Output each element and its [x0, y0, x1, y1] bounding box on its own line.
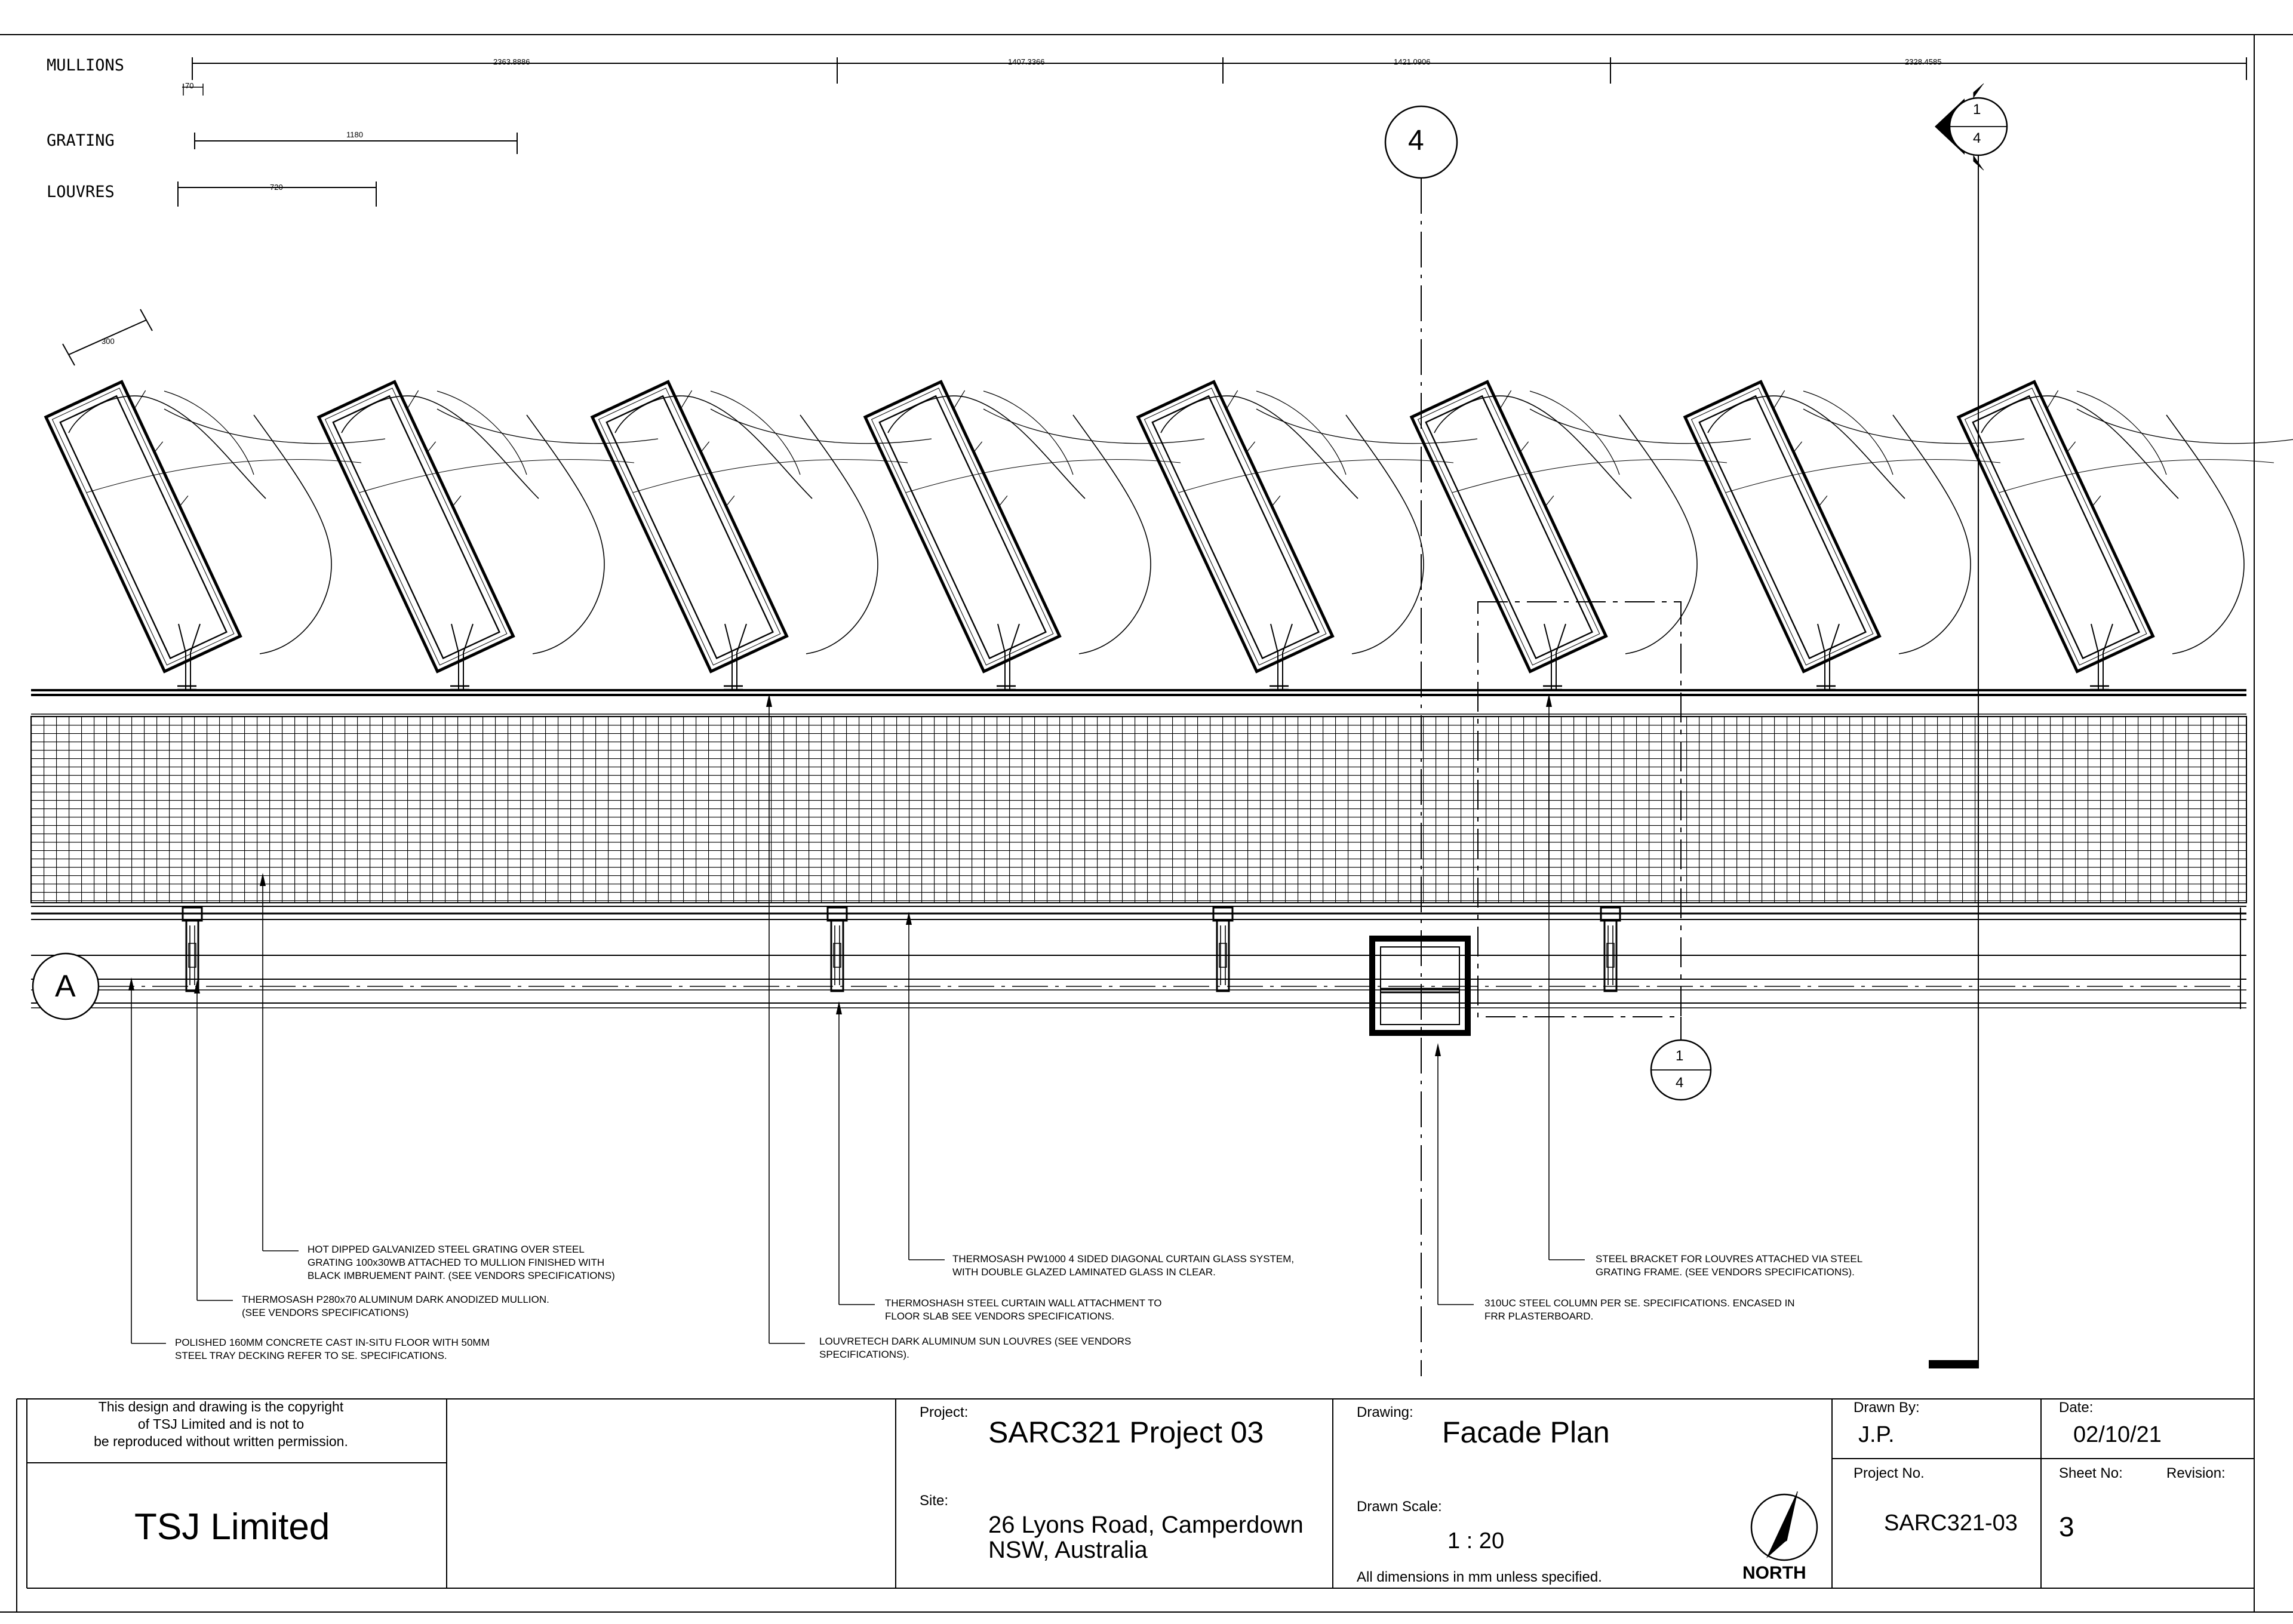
drawn-scale: 1 : 20: [1447, 1528, 1505, 1554]
sheet-no-label: Sheet No:: [2059, 1465, 2123, 1481]
grating-row-label: GRATING: [47, 131, 115, 150]
dim-louvres: 720: [270, 183, 283, 192]
note-floor: POLISHED 160MM CONCRETE CAST IN-SITU FLO…: [175, 1337, 490, 1361]
north-label: NORTH: [1742, 1563, 1806, 1583]
project-name: SARC321 Project 03: [988, 1416, 1264, 1449]
detail-marker-top: 1: [1676, 1048, 1684, 1064]
company-name: TSJ Limited: [134, 1506, 330, 1548]
dim-mullion-small: 70: [185, 81, 194, 90]
drawing-name: Facade Plan: [1442, 1416, 1610, 1449]
dim-mullion-4: 2328.4585: [1905, 57, 1942, 66]
project-no-label: Project No.: [1854, 1465, 1925, 1481]
note-grating: HOT DIPPED GALVANIZED STEEL GRATING OVER…: [308, 1244, 615, 1281]
note-bracket: STEEL BRACKET FOR LOUVRES ATTACHED VIA S…: [1596, 1253, 1863, 1278]
note-mullion: THERMOSASH P280x70 ALUMINUM DARK ANODIZE…: [242, 1294, 549, 1318]
revision-label: Revision:: [2166, 1465, 2226, 1481]
copyright-line-2: of TSJ Limited and is not to: [137, 1416, 305, 1432]
project-no: SARC321-03: [1884, 1511, 2018, 1536]
dim-louvre-depth: 300: [102, 337, 115, 346]
detail-marker-bottom: 4: [1676, 1075, 1684, 1091]
drawn-by-label: Drawn By:: [1854, 1400, 1920, 1416]
section-marker-top: 1: [1973, 102, 1981, 118]
north-arrow-icon: [1750, 1491, 1818, 1561]
note-curtain: THERMOSASH PW1000 4 SIDED DIAGONAL CURTA…: [952, 1253, 1295, 1278]
note-attachment: THERMOSHASH STEEL CURTAIN WALL ATTACHMEN…: [885, 1297, 1162, 1322]
leader-arrows: [128, 694, 1552, 1056]
louvres-row-label: LOUVRES: [47, 183, 115, 201]
grid-label-4: 4: [1408, 125, 1424, 156]
title-block: [16, 1398, 2254, 1612]
dimensions-note: All dimensions in mm unless specified.: [1357, 1569, 1602, 1585]
site-line-1: 26 Lyons Road, Camperdown: [988, 1512, 1304, 1538]
leader-lines: [131, 699, 1550, 1343]
drawing-label: Drawing:: [1357, 1404, 1413, 1420]
dim-mullion-1: 2363.8886: [493, 57, 530, 66]
grid-line-A: [32, 952, 2246, 1020]
copyright-line-1: This design and drawing is the copyright: [98, 1399, 344, 1414]
date: 02/10/21: [2073, 1422, 2162, 1447]
dim-mullion-2: 1407.3366: [1008, 57, 1045, 66]
curtain-wall: [31, 908, 2246, 1009]
dimension-rows: [177, 57, 2247, 207]
date-label: Date:: [2059, 1400, 2094, 1416]
detail-callout: [1477, 601, 1712, 1101]
steel-grating: [30, 716, 2247, 903]
steel-column: [1369, 936, 1471, 1036]
sheet-no: 3: [2059, 1511, 2074, 1542]
site-label: Site:: [920, 1493, 949, 1509]
mullions-row-label: MULLIONS: [47, 56, 125, 75]
grid-label-A: A: [55, 969, 76, 1004]
dim-mullion-3: 1421.0906: [1394, 57, 1431, 66]
site-line-2: NSW, Australia: [988, 1537, 1148, 1563]
note-column: 310UC STEEL COLUMN PER SE. SPECIFICATION…: [1484, 1297, 1795, 1322]
copyright-line-3: be reproduced without written permission…: [94, 1434, 348, 1449]
note-louvres: LOUVRETECH DARK ALUMINUM SUN LOUVRES (SE…: [819, 1336, 1132, 1360]
copyright-notice: This design and drawing is the copyright…: [36, 1398, 406, 1450]
scale-label: Drawn Scale:: [1357, 1499, 1442, 1515]
dim-grating: 1180: [346, 130, 363, 139]
project-label: Project:: [920, 1404, 969, 1420]
drawn-by: J.P.: [1858, 1422, 1895, 1447]
section-marker-bottom: 4: [1973, 130, 1981, 146]
